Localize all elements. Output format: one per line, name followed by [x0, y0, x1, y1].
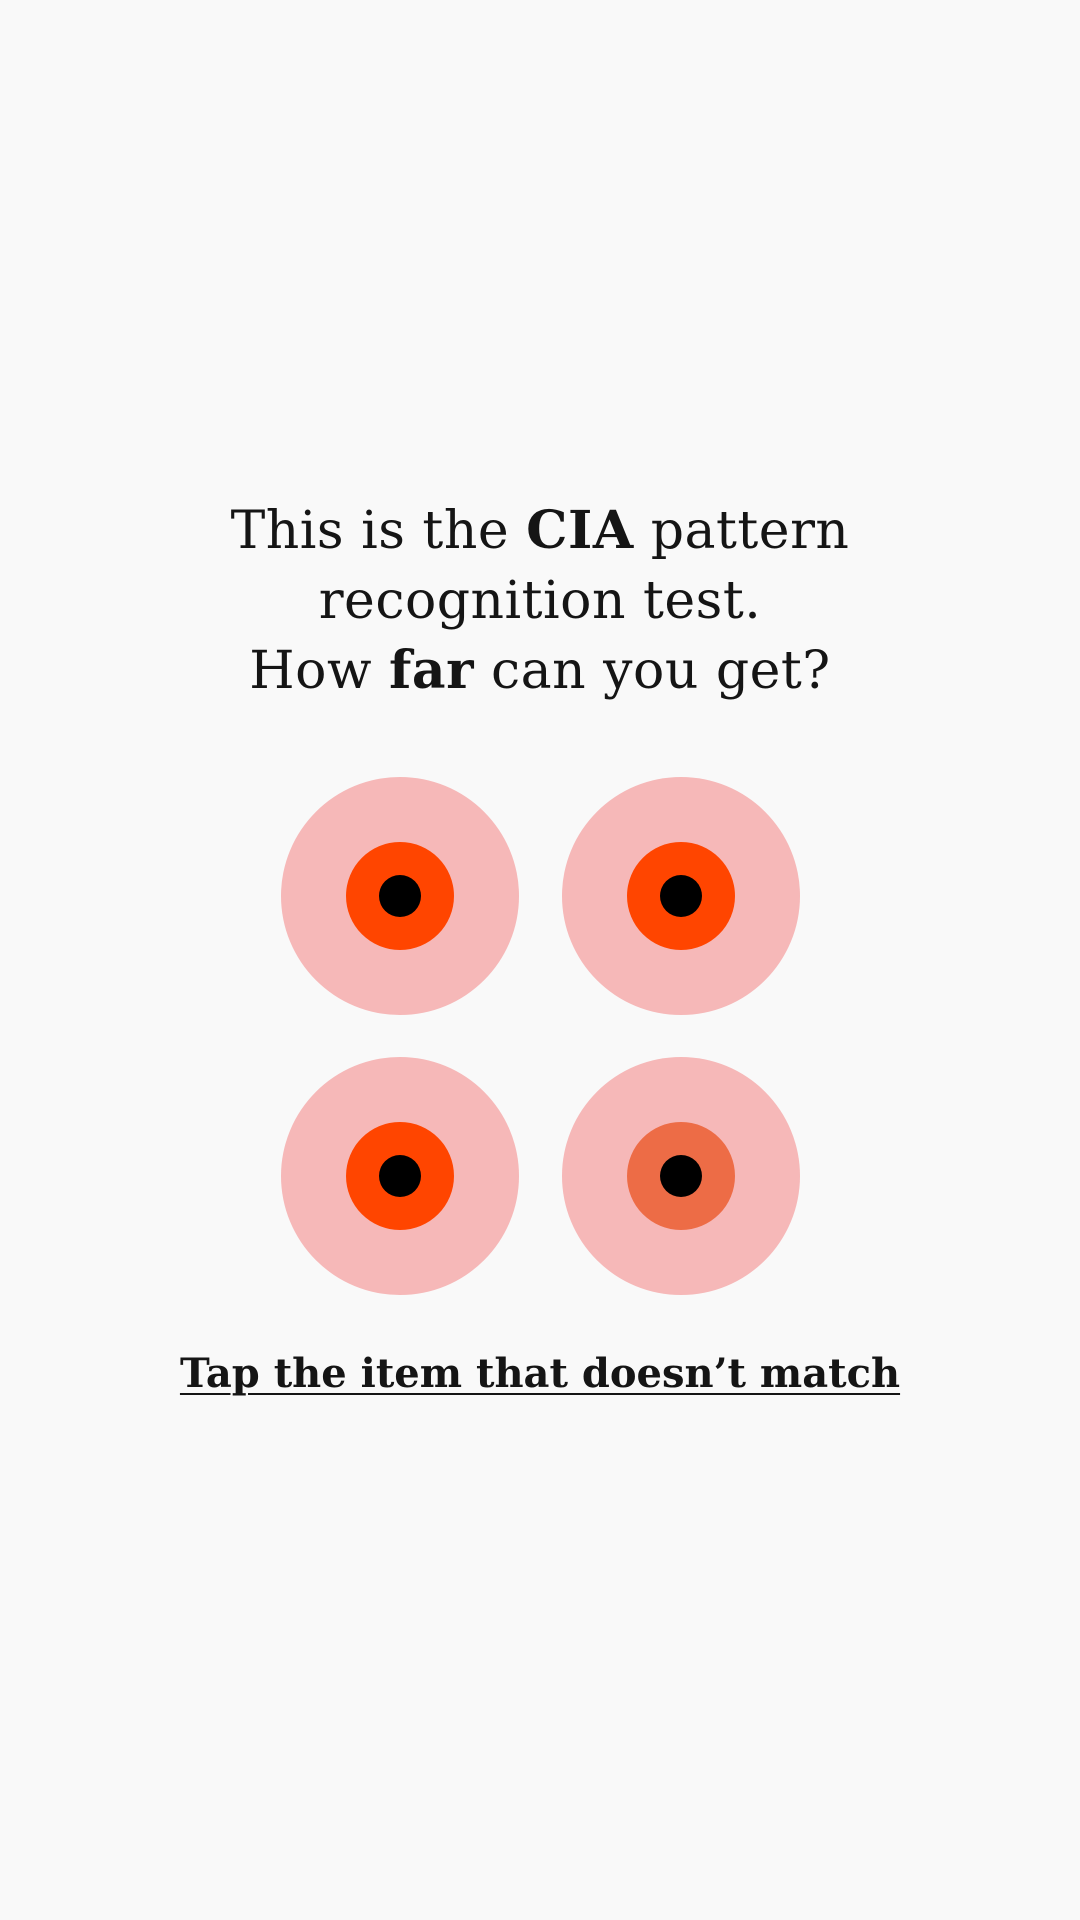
target-item-2-center-dot	[660, 875, 702, 917]
target-item-3-center-dot	[379, 1155, 421, 1197]
headline-line-1-start: This is the	[230, 501, 527, 561]
target-item-2[interactable]	[562, 777, 800, 1015]
target-item-4-center-dot	[660, 1155, 702, 1197]
headline-cia-emphasis: CIA	[526, 500, 634, 561]
instruction: Tap the item that doesn’t match	[0, 1346, 1080, 1402]
target-item-4[interactable]	[562, 1057, 800, 1295]
target-item-3[interactable]	[281, 1057, 519, 1295]
headline-line-1-end: pattern	[633, 501, 850, 561]
target-item-1[interactable]	[281, 777, 519, 1015]
headline-line-3-start: How	[249, 641, 389, 701]
headline-far-emphasis: far	[389, 640, 474, 701]
headline-line-1: This is the CIA pattern	[0, 496, 1080, 566]
headline-line-3-end: can you get?	[473, 641, 831, 701]
headline-line-3: How far can you get?	[0, 636, 1080, 706]
target-grid	[281, 777, 800, 1295]
target-item-1-center-dot	[379, 875, 421, 917]
headline-line-2: recognition test.	[318, 571, 762, 631]
headline: This is the CIA pattern recognition test…	[0, 496, 1080, 706]
tap-instruction-link[interactable]: Tap the item that doesn’t match	[179, 1350, 901, 1397]
